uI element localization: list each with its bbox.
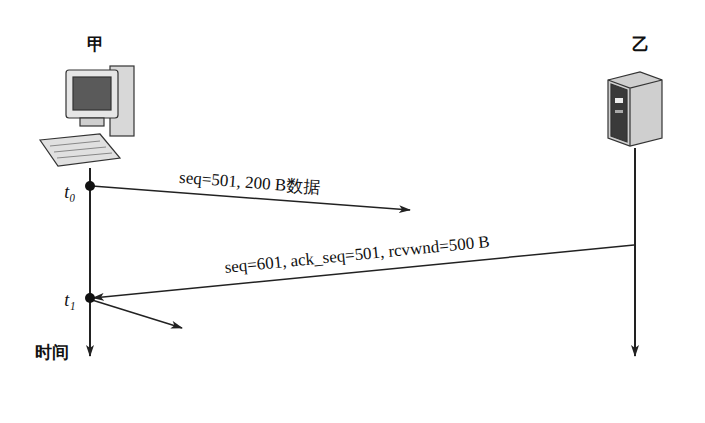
server-icon — [608, 72, 662, 146]
segment-label: seq=601, ack_seq=501, rcvwnd=500 B — [224, 233, 491, 276]
time-mark: t₁ — [64, 291, 75, 309]
axis-label: 时间 — [35, 344, 69, 361]
timeline — [634, 148, 636, 356]
host-name: 乙 — [632, 36, 649, 53]
time-dot — [85, 181, 95, 191]
segment-label: seq=501, 200 B数据 — [179, 168, 321, 196]
computer-icon — [40, 66, 134, 166]
time-dot — [85, 293, 95, 303]
timeline — [89, 168, 91, 356]
segment-arrow — [92, 300, 182, 328]
time-mark: t₀ — [64, 183, 75, 201]
host-name: 甲 — [87, 36, 104, 53]
